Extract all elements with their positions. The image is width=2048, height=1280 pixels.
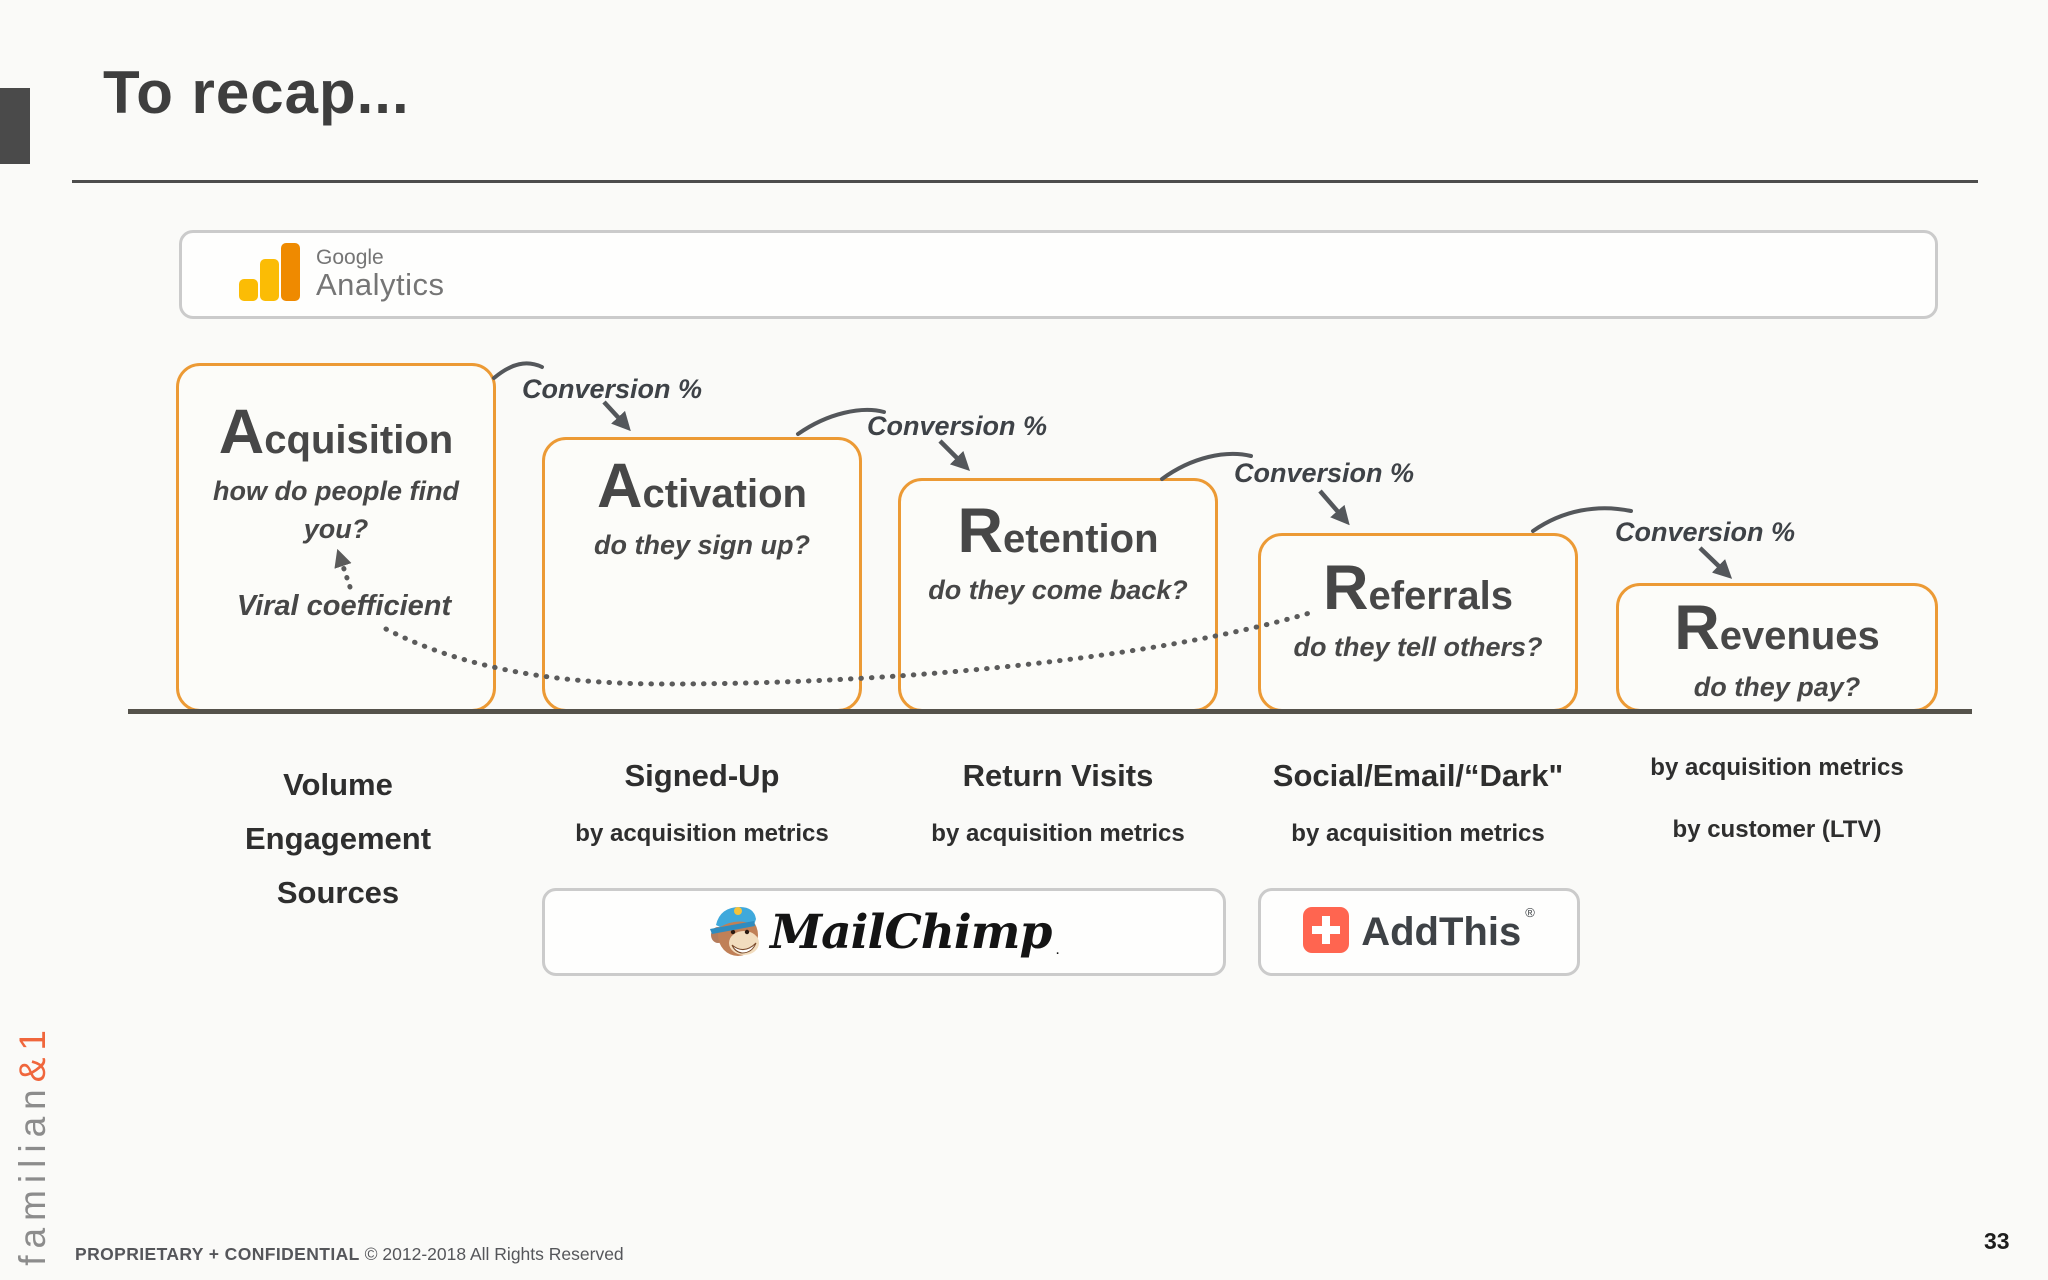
stage-question: do they pay? (1693, 672, 1861, 702)
stage-box-revenues: Revenues do they pay? (1616, 583, 1938, 712)
brand-gray: familian (12, 1082, 53, 1267)
brand-accent: &1 (12, 1023, 53, 1083)
metric-title: Return Visits (962, 758, 1154, 793)
google-analytics-word-google: Google (316, 246, 384, 270)
viral-coefficient-label: Viral coefficient (236, 590, 452, 622)
google-analytics-icon (238, 243, 302, 306)
footer-proprietary: PROPRIETARY + CONFIDENTIAL (75, 1244, 360, 1264)
footer-copyright: © 2012-2018 All Rights Reserved (364, 1244, 624, 1264)
arrow-to-retention (938, 439, 971, 472)
metrics-referrals: Social/Email/“Dark" by acquisition metri… (1250, 758, 1586, 848)
conversion-label-1: Conversion % (521, 374, 703, 404)
metric-title: Signed-Up (624, 758, 780, 793)
stage-box-retention: Retention do they come back? (898, 478, 1218, 712)
conversion-label-2: Conversion % (866, 411, 1048, 441)
arrow-to-revenues (1698, 546, 1733, 579)
stage-question: do they tell others? (1293, 632, 1543, 662)
stage-question: do they come back? (928, 575, 1188, 605)
conversion-label-4: Conversion % (1614, 517, 1796, 547)
google-analytics-word-analytics: Analytics (316, 267, 445, 303)
stage-title: Acquisition (218, 397, 454, 467)
addthis-banner: AddThis ® (1258, 888, 1580, 976)
stage-title: Retention (957, 496, 1159, 566)
metric-line: Volume (283, 767, 393, 802)
mailchimp-wordmark: MailChimp (770, 904, 1052, 960)
metric-title: Social/Email/“Dark" (1272, 758, 1564, 793)
stage-box-acquisition: Acquisition how do people find you? (176, 363, 496, 712)
stage-title: Referrals (1322, 553, 1514, 623)
mailchimp-banner: MailChimp . (542, 888, 1226, 976)
stage-question: do they sign up? (594, 530, 810, 560)
addthis-plus-icon (1303, 906, 1350, 958)
addthis-registered-mark: ® (1525, 905, 1535, 920)
page-number: 33 (1984, 1228, 2010, 1254)
page-title: To recap... (103, 59, 410, 126)
arrow-to-activation (602, 400, 631, 432)
stage-question: how do people find you? (213, 476, 459, 544)
conversion-label-3: Conversion % (1233, 458, 1415, 488)
title-accent-square (0, 88, 30, 164)
footer: PROPRIETARY + CONFIDENTIAL © 2012-2018 A… (75, 1244, 624, 1265)
metric-line: by customer (LTV) (1672, 816, 1882, 843)
mailchimp-monkey-icon (708, 899, 766, 966)
metrics-retention: Return Visits by acquisition metrics (898, 758, 1218, 848)
metric-line: Engagement (244, 821, 432, 856)
metrics-activation: Signed-Up by acquisition metrics (542, 758, 862, 848)
metrics-acquisition: Volume Engagement Sources (176, 758, 500, 920)
stage-title: Revenues (1674, 593, 1880, 663)
metric-sub: by acquisition metrics (931, 820, 1185, 847)
stage-box-activation: Activation do they sign up? (542, 437, 862, 712)
stage-box-referrals: Referrals do they tell others? (1258, 533, 1578, 712)
addthis-wordmark: AddThis (1361, 909, 1522, 954)
metric-sub: by acquisition metrics (1291, 820, 1545, 847)
title-underline (72, 180, 1978, 183)
metric-sub: by acquisition metrics (575, 820, 829, 847)
metric-line: by acquisition metrics (1650, 754, 1904, 781)
mailchimp-trademark: . (1055, 941, 1060, 958)
stage-title: Activation (597, 451, 807, 521)
arrow-to-referrals (1318, 489, 1350, 526)
brand-logo: familian&1 (12, 1023, 54, 1266)
metric-line: Sources (276, 875, 400, 910)
google-analytics-banner: Google Analytics (179, 230, 1938, 319)
metrics-revenues: by acquisition metrics by customer (LTV) (1616, 754, 1938, 844)
